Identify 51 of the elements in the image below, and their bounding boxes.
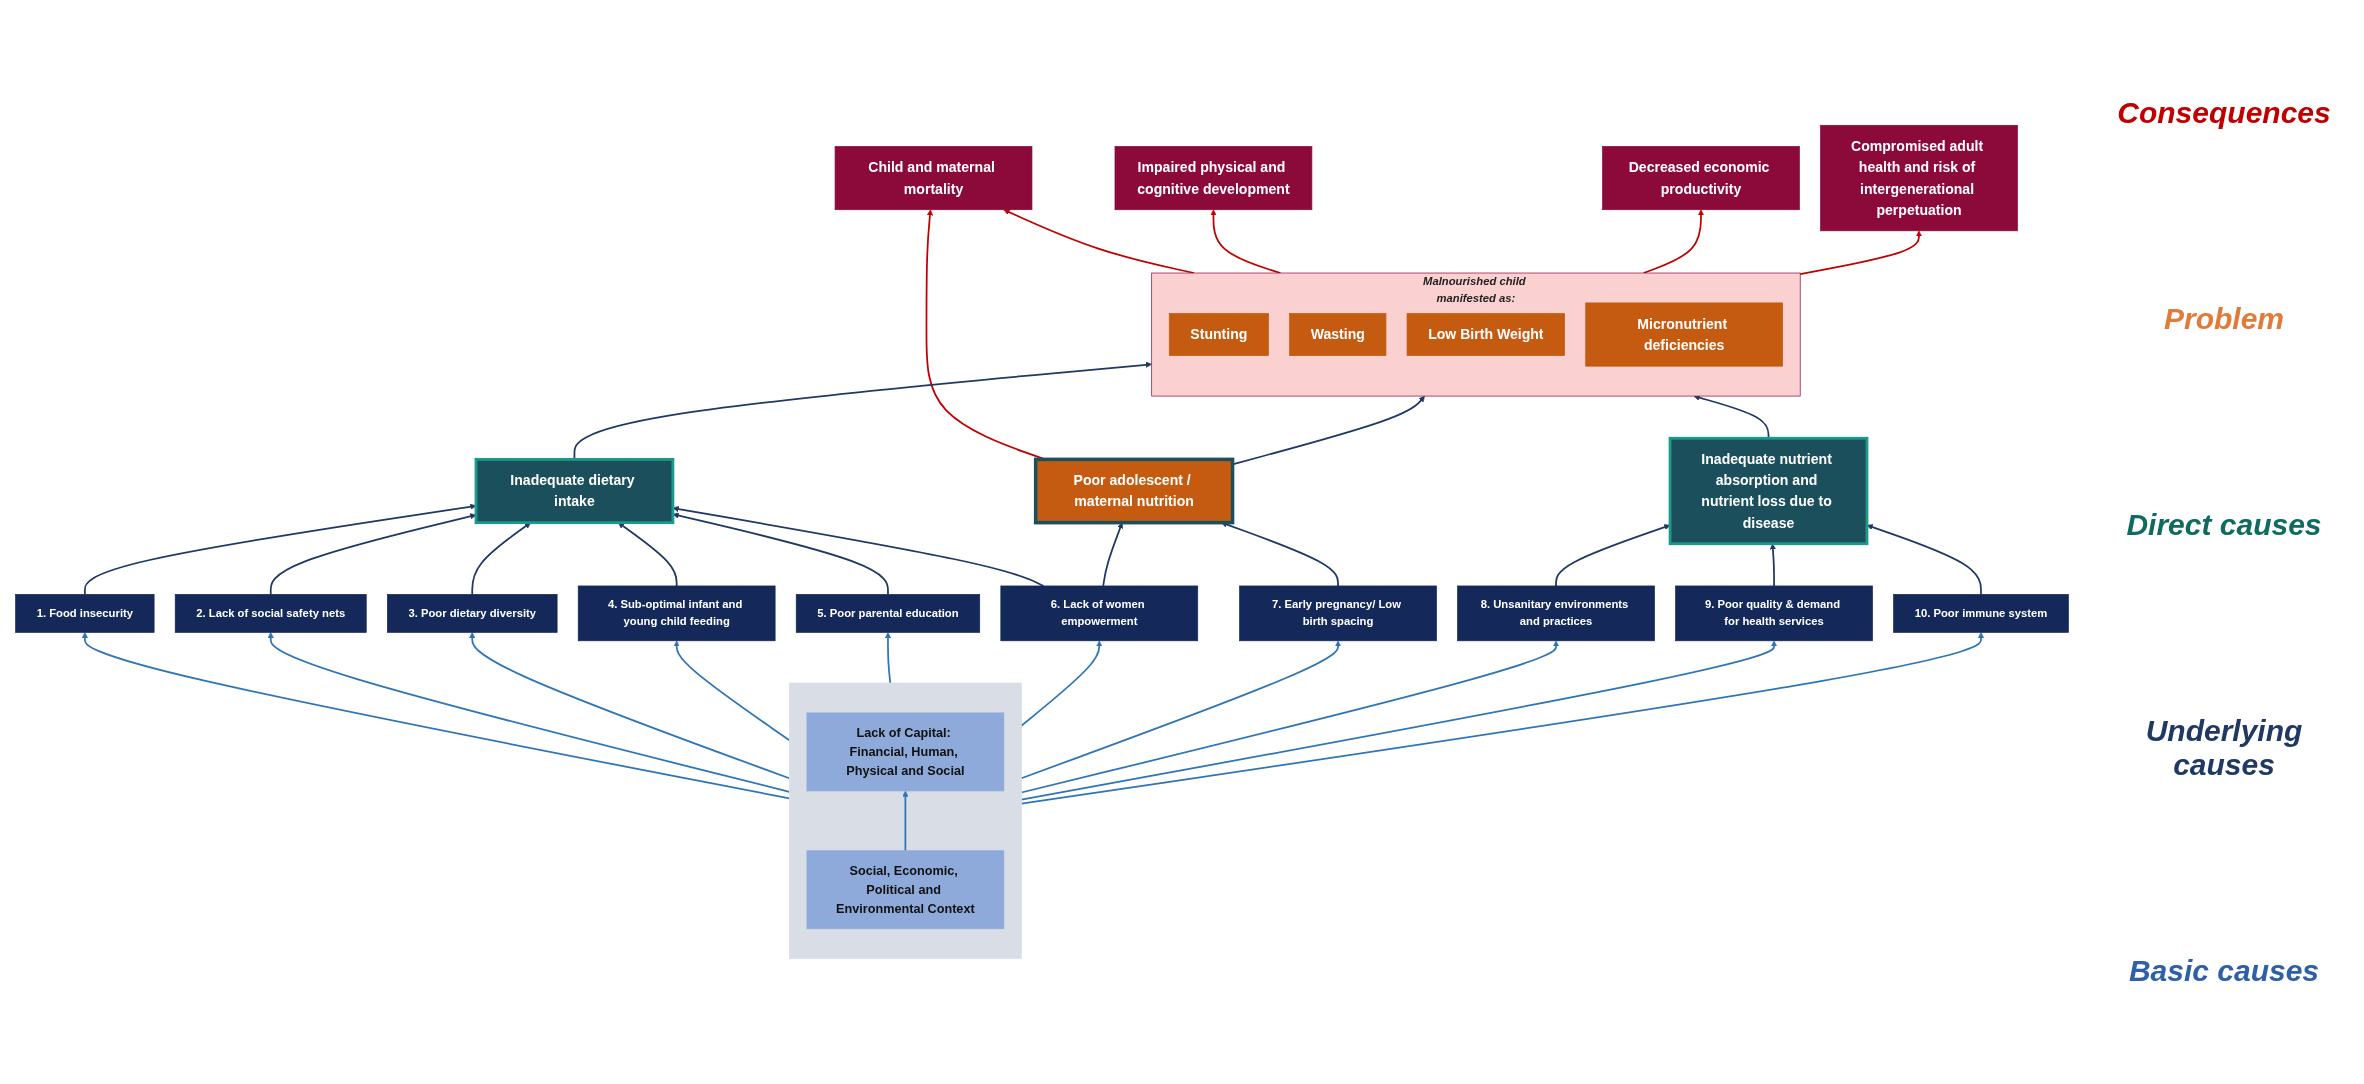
level-label: Problem	[2163, 302, 2285, 336]
arrow	[1866, 524, 1982, 596]
node-box: Wasting	[1289, 313, 1387, 356]
arrow	[469, 632, 791, 780]
arrow	[617, 522, 678, 587]
arrow	[1020, 640, 1103, 727]
arrow	[673, 640, 791, 742]
arrow	[81, 632, 791, 800]
node-box: Social, Economic, Political and Environmental Context	[806, 850, 1005, 930]
arrow	[1020, 632, 1985, 805]
node-box: 4. Sub-optimal infant and young child feeding	[577, 585, 776, 642]
node-box: Inadequate nutrient absorption and nutrient loss due to disease	[1668, 436, 1869, 546]
node-box: 1. Food insecurity	[15, 594, 155, 633]
node-box: 7. Early pregnancy/ Low birth spacing	[1239, 585, 1437, 642]
node-box: 2. Lack of social safety nets	[174, 594, 367, 633]
arrow	[1221, 521, 1339, 587]
arrow	[1020, 640, 1342, 780]
node-box: Poor adolescent / maternal nutrition	[1033, 457, 1235, 525]
arrow	[1769, 543, 1776, 587]
node-box: Lack of Capital: Financial, Human, Physical and Social	[806, 712, 1005, 792]
arrow	[1799, 230, 1923, 275]
node-box: Stunting	[1168, 313, 1269, 356]
arrow	[1210, 209, 1282, 274]
node-box: Micronutrient deficiencies	[1585, 302, 1783, 367]
arrow	[884, 632, 892, 684]
node-box: Compromised adult health and risk of intergenerational perpetuation	[1820, 125, 2018, 232]
node-box: 6. Lack of women empowerment	[1000, 585, 1199, 642]
arrow	[1642, 209, 1705, 274]
node-box: Low Birth Weight	[1406, 313, 1565, 356]
arrow	[1102, 522, 1124, 587]
arrow	[1555, 524, 1671, 587]
node-box: 3. Poor dietary diversity	[387, 594, 558, 633]
node-box: 8. Unsanitary environments and practices	[1457, 585, 1655, 642]
node-box: Decreased economic productivity	[1602, 146, 1800, 211]
node-box: 9. Poor quality & demand for health services	[1675, 585, 1873, 642]
node-box: 5. Poor parental education	[795, 594, 981, 633]
arrow	[672, 512, 889, 596]
arrow	[1020, 640, 1778, 801]
level-label: Direct causes	[2125, 508, 2323, 542]
cluster	[789, 682, 1022, 959]
level-label: Consequences	[2116, 96, 2332, 130]
node-box: Child and maternal mortality	[834, 146, 1033, 211]
arrow	[471, 522, 531, 596]
node-box: Impaired physical and cognitive development	[1114, 146, 1313, 211]
level-label: Basic causes	[2127, 954, 2321, 988]
node-box: Inadequate dietary intake	[474, 457, 675, 525]
level-label: Underlying causes	[2144, 714, 2304, 782]
arrow	[267, 632, 791, 793]
arrow	[902, 790, 909, 852]
arrow	[1020, 640, 1560, 794]
node-box: 10. Poor immune system	[1893, 594, 2069, 633]
